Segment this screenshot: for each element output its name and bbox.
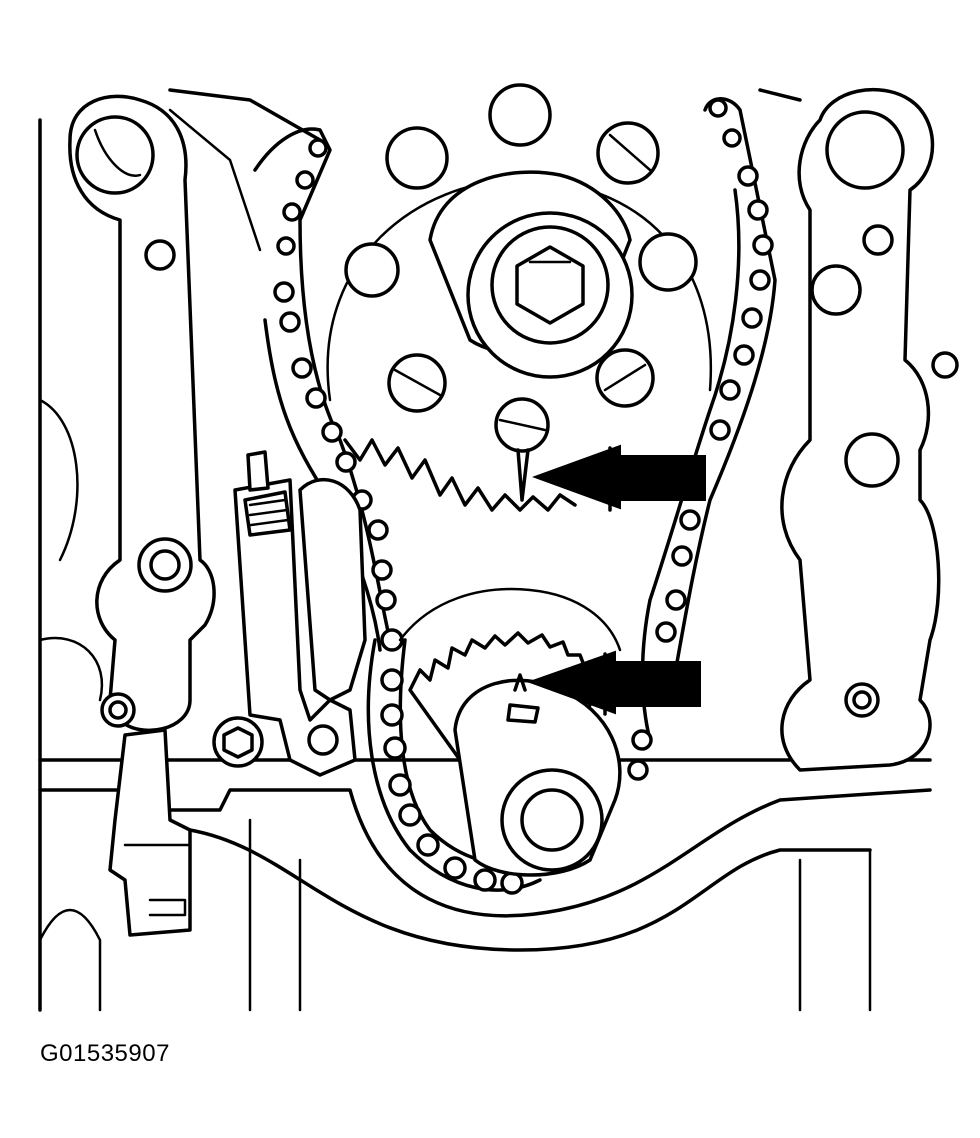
upper-timing-mark-arrow [532, 444, 706, 512]
right-bracket-arm [780, 87, 959, 772]
cam-sprocket-plate [326, 83, 713, 413]
timing-chain-left [253, 127, 397, 652]
engine-block [38, 88, 932, 1012]
timing-chain-right [627, 97, 777, 781]
crank-sprocket [398, 587, 622, 877]
figure-code: G01535907 [40, 1040, 170, 1067]
cam-sprocket [428, 170, 634, 379]
cam-timing-pin [494, 397, 550, 502]
lower-timing-mark-arrow [527, 650, 701, 716]
left-bracket-arm [68, 94, 216, 937]
timing-chain-illustration: .ln { fill: none; stroke: #000; stroke-w… [38, 83, 959, 1012]
chain-tensioner [212, 450, 367, 777]
cam-gear-tooth-profile [343, 438, 577, 512]
